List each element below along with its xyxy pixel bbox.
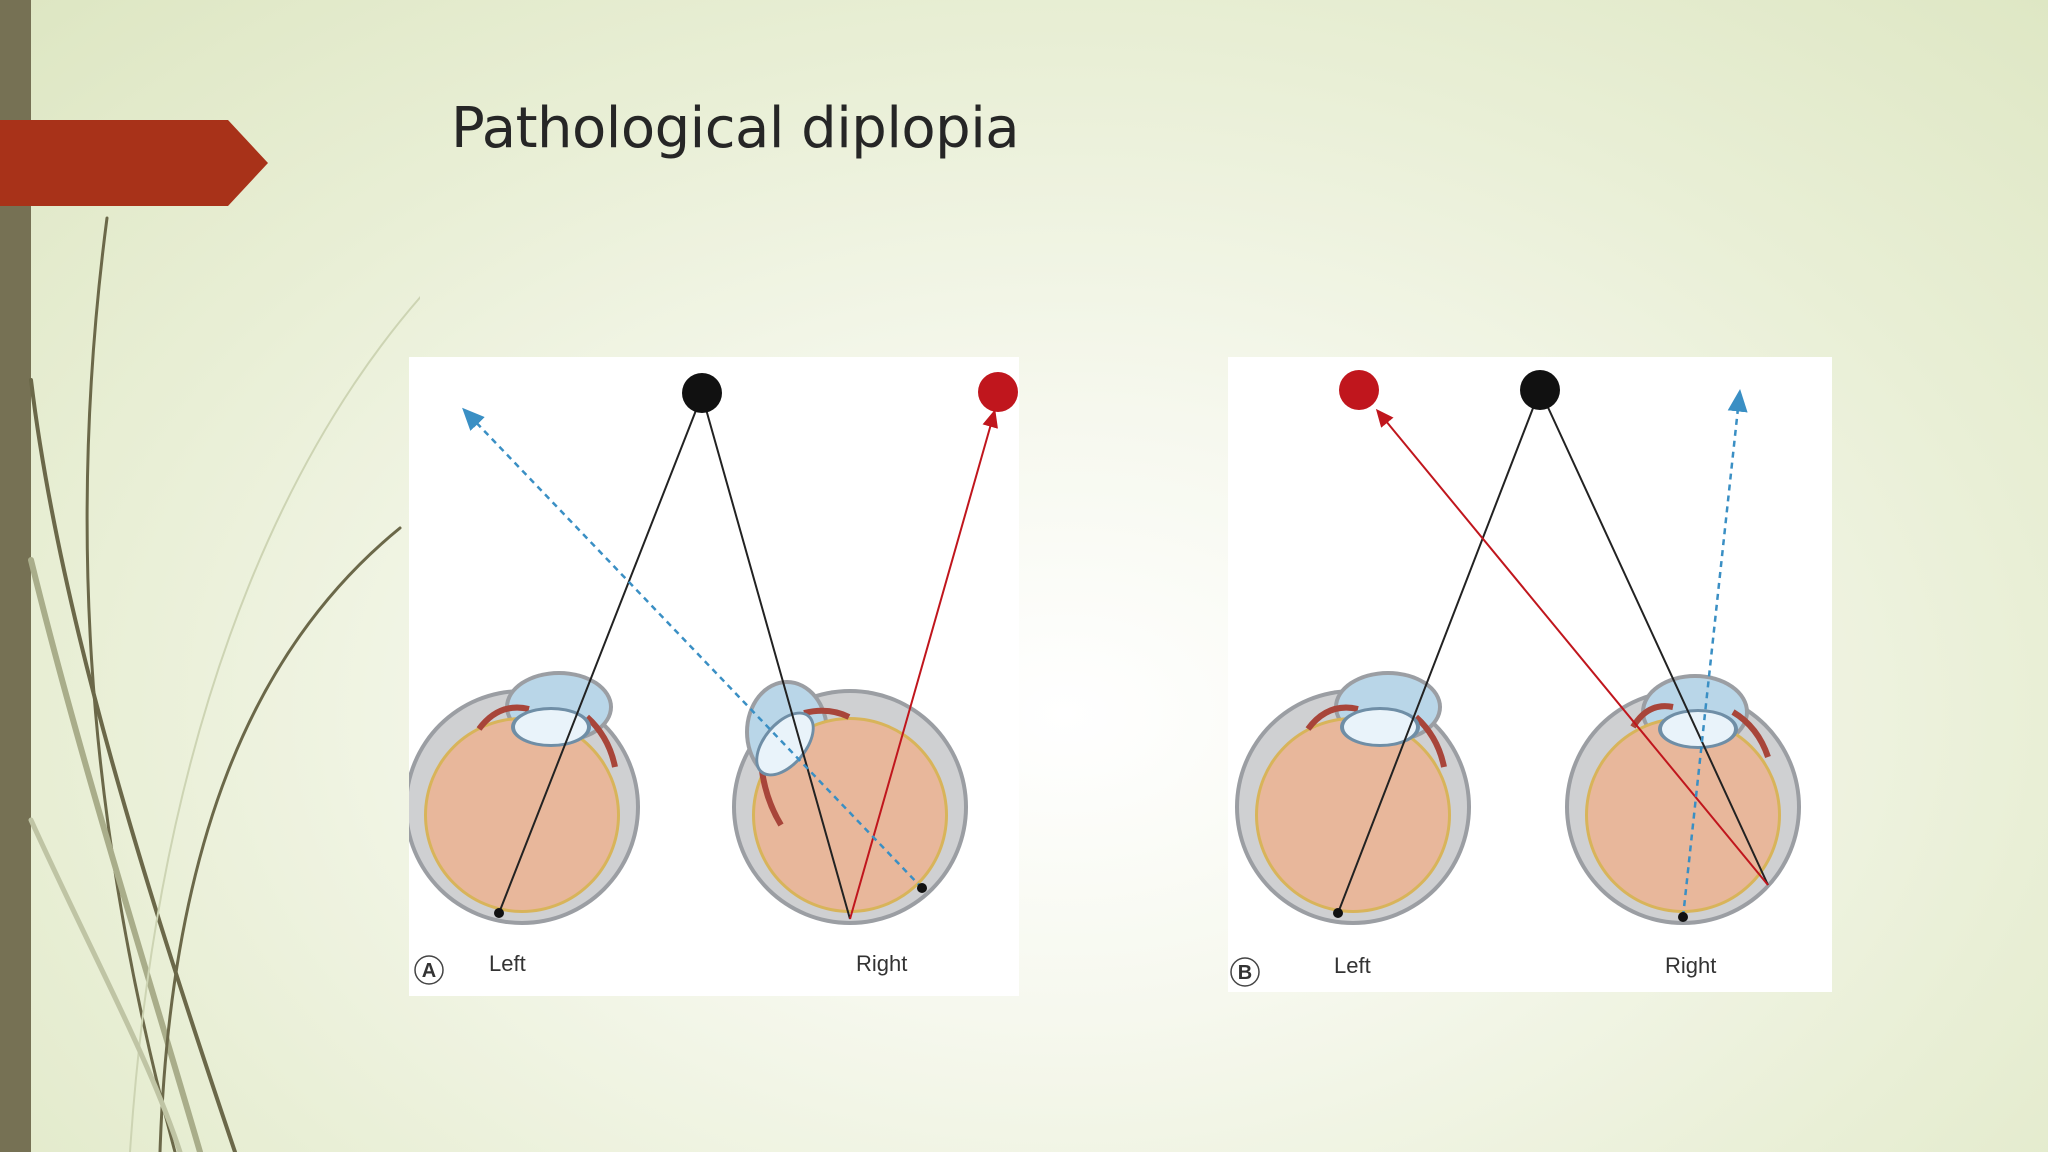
false-image-ray bbox=[1375, 408, 1769, 886]
figure-letter: B bbox=[1238, 962, 1252, 984]
figure-a-diagram: A Left Right bbox=[409, 372, 1018, 985]
left-eye bbox=[1235, 671, 1471, 925]
right-eye-label: Right bbox=[1665, 953, 1716, 978]
right-eye bbox=[1565, 674, 1801, 925]
figure-letter-badge bbox=[414, 955, 444, 985]
false-image-ray bbox=[849, 409, 998, 920]
right-eye-label: Right bbox=[856, 951, 907, 976]
real-object-dot bbox=[1520, 370, 1560, 410]
slide-title: Pathological diplopia bbox=[451, 96, 1020, 161]
right-fovea-dot bbox=[1678, 912, 1688, 922]
figure-a-panel: A Left Right bbox=[409, 357, 1019, 996]
decorative-curves bbox=[28, 216, 420, 1152]
real-object-dot bbox=[682, 373, 722, 413]
right-retina-dot bbox=[917, 883, 927, 893]
left-eye-label: Left bbox=[1334, 953, 1371, 978]
left-eye bbox=[409, 671, 640, 925]
dashed-projection-ray bbox=[1681, 389, 1748, 918]
left-eye-ray bbox=[498, 394, 703, 914]
false-image-dot bbox=[978, 372, 1018, 412]
figure-letter: A bbox=[422, 960, 436, 982]
figure-letter-badge bbox=[1230, 957, 1260, 987]
right-eye-ray bbox=[701, 394, 851, 920]
left-fovea-dot bbox=[1333, 908, 1343, 918]
figure-b-diagram: B Left Right bbox=[1230, 370, 1801, 987]
left-fovea-dot bbox=[494, 908, 504, 918]
title-accent-banner bbox=[0, 120, 268, 206]
left-eye-label: Left bbox=[489, 951, 526, 976]
false-image-dot bbox=[1339, 370, 1379, 410]
right-eye bbox=[732, 680, 968, 925]
right-eye-ray bbox=[1539, 389, 1769, 886]
left-eye-ray bbox=[1337, 389, 1541, 914]
figure-b-panel: B Left Right bbox=[1228, 357, 1832, 992]
